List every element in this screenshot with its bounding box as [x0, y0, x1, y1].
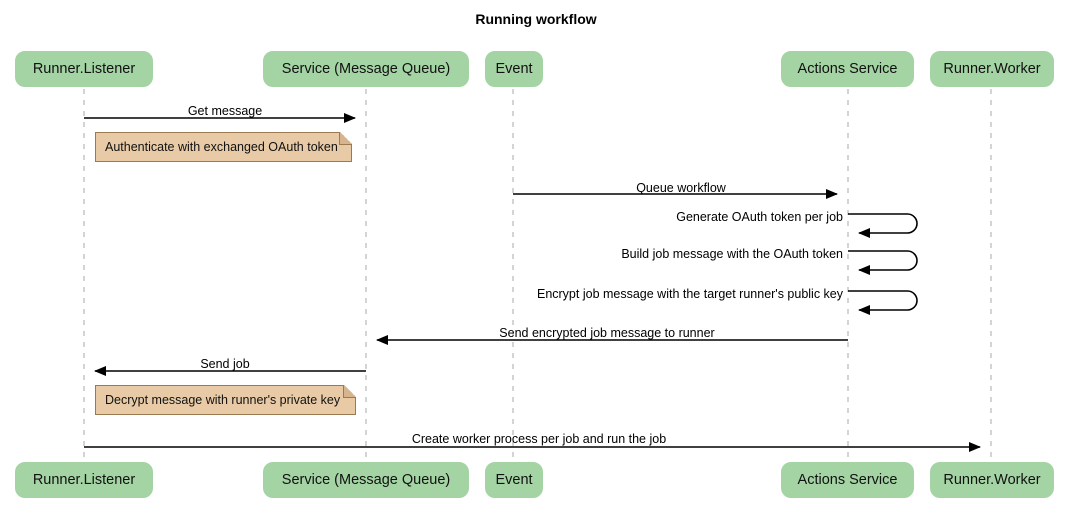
- note-decrypt-message-with-runners-private-key: Decrypt message with runner's private ke…: [95, 385, 356, 415]
- page-title: Running workflow: [475, 11, 597, 27]
- message-label-generate-oauth-token-per-job: Generate OAuth token per job: [676, 210, 843, 224]
- participant-runner-worker-top[interactable]: Runner.Worker: [930, 51, 1054, 87]
- participant-service-message-queue-top[interactable]: Service (Message Queue): [263, 51, 469, 87]
- participant-label: Runner.Worker: [943, 61, 1041, 77]
- message-encrypt-job-message-with-the-target-runners-public-key: [848, 290, 918, 315]
- message-label-create-worker-process-per-job-and-run-the-job: Create worker process per job and run th…: [411, 432, 667, 446]
- note-authenticate-with-exchanged-oauth-token: Authenticate with exchanged OAuth token: [95, 132, 352, 162]
- participant-label: Event: [495, 61, 533, 77]
- participant-runner-worker-bottom[interactable]: Runner.Worker: [930, 462, 1054, 498]
- message-label-get-message: Get message: [187, 104, 263, 118]
- participant-service-message-queue-bottom[interactable]: Service (Message Queue): [263, 462, 469, 498]
- participant-actions-service-bottom[interactable]: Actions Service: [781, 462, 914, 498]
- message-build-job-message-with-the-oauth-token: [848, 250, 918, 275]
- note-fold-corner-icon: [343, 385, 356, 398]
- message-label-encrypt-job-message-with-the-target-runners-public-key: Encrypt job message with the target runn…: [536, 287, 843, 301]
- message-label-build-job-message-with-the-oauth-token: Build job message with the OAuth token: [621, 247, 843, 261]
- message-label-queue-workflow: Queue workflow: [636, 181, 726, 195]
- participant-runner-listener-bottom[interactable]: Runner.Listener: [15, 462, 153, 498]
- participant-label: Runner.Listener: [32, 472, 136, 488]
- note-label: Decrypt message with runner's private ke…: [105, 393, 341, 407]
- participant-actions-service-top[interactable]: Actions Service: [781, 51, 914, 87]
- note-fold-corner-icon: [339, 132, 352, 145]
- participant-label: Service (Message Queue): [281, 61, 451, 77]
- participant-label: Actions Service: [797, 61, 898, 77]
- participant-label: Event: [495, 472, 533, 488]
- participant-event-top[interactable]: Event: [485, 51, 543, 87]
- lifelines-group: [83, 89, 992, 462]
- message-label-send-job: Send job: [200, 357, 250, 371]
- message-generate-oauth-token-per-job: [848, 213, 918, 238]
- messages-group: [84, 113, 981, 452]
- note-label: Authenticate with exchanged OAuth token: [105, 140, 338, 154]
- participant-label: Actions Service: [797, 472, 898, 488]
- participant-runner-listener-top[interactable]: Runner.Listener: [15, 51, 153, 87]
- participant-label: Runner.Listener: [32, 61, 136, 77]
- message-label-send-encrypted-job-message-to-runner: Send encrypted job message to runner: [499, 326, 715, 340]
- participant-event-bottom[interactable]: Event: [485, 462, 543, 498]
- participant-label: Service (Message Queue): [281, 472, 451, 488]
- participant-label: Runner.Worker: [943, 472, 1041, 488]
